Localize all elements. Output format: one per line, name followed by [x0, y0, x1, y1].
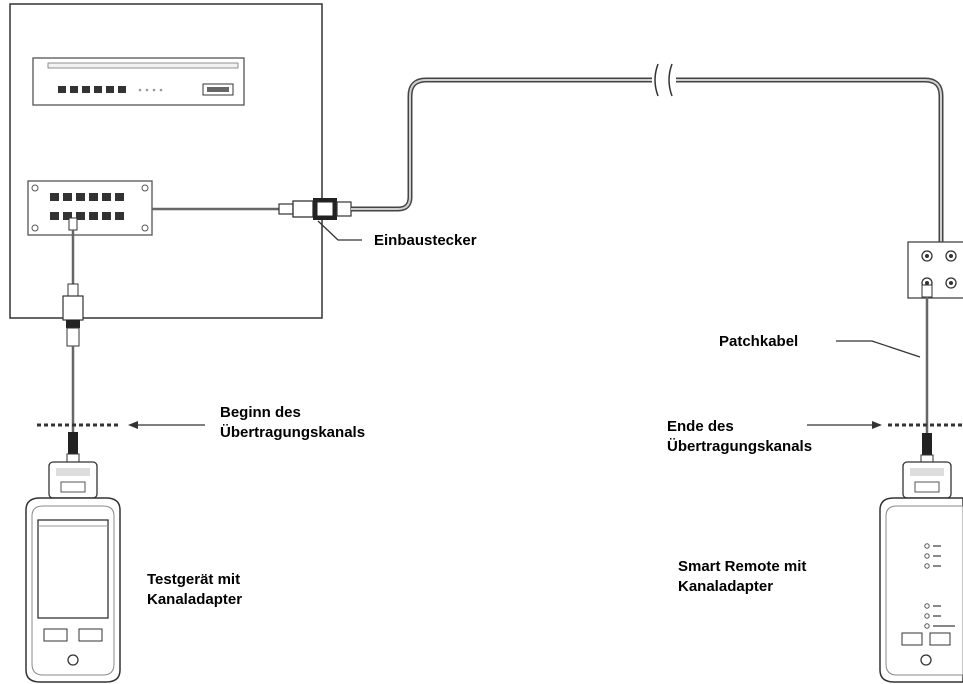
cable-break-symbol: [652, 63, 676, 97]
channel-end-label-line2: Übertragungskanals: [667, 438, 812, 455]
smart-remote-device: [879, 461, 963, 683]
remote-patch-cord: [920, 284, 934, 464]
channel-start-label-line1: Beginn des: [220, 404, 301, 421]
einbaustecker-leader-line: [317, 220, 362, 241]
remote-status-leds: [924, 543, 930, 629]
coupler-plug: [278, 198, 352, 220]
switch-ports: [58, 86, 126, 93]
remote-label-line2: Kanaladapter: [678, 578, 773, 595]
tester-label-line1: Testgerät mit: [147, 571, 240, 588]
channel-end-label-line1: Ende des: [667, 418, 734, 435]
tester-patch-cord: [62, 217, 84, 463]
channel-link-cable: [351, 77, 944, 242]
telecom-room-enclosure: [9, 3, 323, 319]
channel-start-arrow: [128, 421, 205, 429]
channel-start-label-line2: Übertragungskanals: [220, 424, 365, 441]
tester-screen: [37, 519, 109, 619]
remote-label-line1: Smart Remote mit: [678, 558, 806, 575]
patchkabel-label: Patchkabel: [719, 333, 798, 350]
patchkabel-leader-line: [836, 340, 921, 358]
patch-panel: [27, 180, 153, 236]
switch-port-ellipsis: [138, 88, 163, 92]
tester-label-line2: Kanaladapter: [147, 591, 242, 608]
tester-device: [25, 461, 121, 683]
network-switch: [32, 57, 245, 106]
wall-outlet: [907, 241, 963, 299]
einbaustecker-label: Einbaustecker: [374, 232, 477, 249]
patch-panel-ports: [50, 193, 124, 220]
channel-end-arrow: [807, 421, 882, 429]
